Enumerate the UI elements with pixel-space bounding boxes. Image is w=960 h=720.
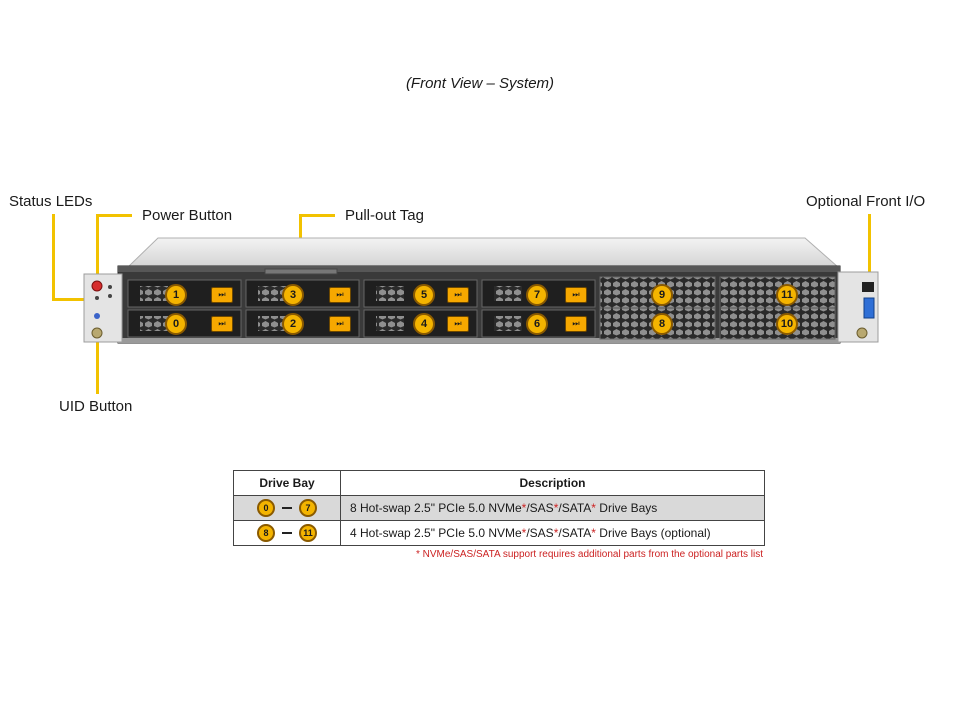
drive-bay-1-badge: 1 (165, 284, 187, 306)
drive-bay-6-badge: 6 (526, 313, 548, 335)
drive-bay-4-release-tab[interactable]: ⏭ (447, 316, 469, 332)
asterisk: * (553, 501, 559, 515)
leader-front-io (868, 214, 871, 280)
drive-bay-7-release-tab[interactable]: ⏭ (565, 287, 587, 303)
drive-bay-range: 8 11 (233, 520, 341, 546)
callout-power-button: Power Button (142, 207, 233, 224)
asterisk: * (591, 526, 596, 540)
range-dash (282, 507, 292, 509)
bay-badge: 8 (257, 524, 275, 542)
leader-pull-out-tag-h (299, 214, 335, 217)
drive-bay-4-badge: 4 (413, 313, 435, 335)
footnote: * NVMe/SAS/SATA support requires additio… (415, 549, 763, 560)
header-drive-bay: Drive Bay (233, 470, 341, 496)
asterisk: * (521, 526, 527, 540)
leader-power-button (96, 214, 99, 286)
drive-bay-9-badge: 9 (651, 284, 673, 306)
asterisk: * (521, 501, 527, 515)
desc-text: /SATA (558, 526, 592, 540)
drive-bay-3-release-tab[interactable]: ⏭ (329, 287, 351, 303)
drive-bay-5-badge: 5 (413, 284, 435, 306)
drive-bay-3-badge: 3 (282, 284, 304, 306)
drive-bay-description: 8 Hot-swap 2.5" PCIe 5.0 NVMe*/SAS*/SATA… (340, 495, 765, 521)
drive-bay-2-release-tab[interactable]: ⏭ (329, 316, 351, 332)
leader-status-leds-h (52, 298, 88, 301)
callout-status-leds: Status LEDs (9, 193, 93, 210)
desc-text: 8 Hot-swap 2.5" PCIe 5.0 NVMe (350, 501, 522, 515)
drive-bay-8-badge: 8 (651, 313, 673, 335)
desc-text: /SAS (526, 526, 554, 540)
desc-text: 4 Hot-swap 2.5" PCIe 5.0 NVMe (350, 526, 522, 540)
drive-bay-6-release-tab[interactable]: ⏭ (565, 316, 587, 332)
desc-text: /SATA (558, 501, 592, 515)
drive-bay-1-release-tab[interactable]: ⏭ (211, 287, 233, 303)
asterisk: * (553, 526, 559, 540)
callout-uid-button: UID Button (59, 398, 133, 415)
desc-text: Drive Bays (595, 501, 658, 515)
drive-bay-10-badge: 10 (776, 313, 798, 335)
range-dash (282, 532, 292, 534)
bay-badge: 11 (299, 524, 317, 542)
desc-text: /SAS (526, 501, 554, 515)
table-header-row: Drive Bay Description (233, 470, 765, 496)
callout-optional-front-io: Optional Front I/O (806, 193, 926, 210)
drive-bay-11-badge: 11 (776, 284, 798, 306)
bay-badge: 0 (257, 499, 275, 517)
asterisk: * (591, 501, 596, 515)
leader-power-button-h (96, 214, 132, 217)
page-title: (Front View – System) (405, 75, 555, 92)
drive-bay-description: 4 Hot-swap 2.5" PCIe 5.0 NVMe*/SAS*/SATA… (340, 520, 765, 546)
leader-uid-button (96, 330, 99, 394)
leader-status-leds (52, 214, 55, 301)
drive-bay-0-badge: 0 (165, 313, 187, 335)
desc-text: Drive Bays (optional) (595, 526, 711, 540)
drive-bay-5-release-tab[interactable]: ⏭ (447, 287, 469, 303)
drive-bay-2-badge: 2 (282, 313, 304, 335)
callout-pull-out-tag: Pull-out Tag (345, 207, 424, 224)
drive-bay-0-release-tab[interactable]: ⏭ (211, 316, 233, 332)
header-description: Description (340, 470, 765, 496)
drive-bay-7-badge: 7 (526, 284, 548, 306)
bay-badge: 7 (299, 499, 317, 517)
